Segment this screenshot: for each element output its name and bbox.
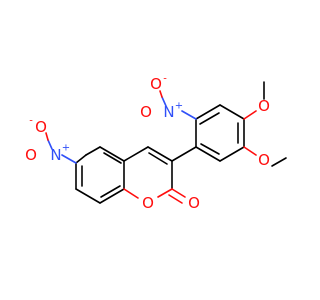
atom-o-minus: O: [150, 75, 162, 93]
atom-carbonyl-o: O: [188, 194, 200, 212]
bond-n: [61, 154, 77, 164]
bond-n: [181, 110, 197, 120]
bond-methyl: [271, 157, 287, 167]
bond: [219, 146, 245, 162]
bond-inner: [103, 152, 122, 164]
atom-n: N: [163, 103, 174, 121]
bond-carbonyl: [168, 194, 183, 204]
bond: [75, 154, 87, 164]
atom-labels: O - N + O O - N + O O O O O: [25, 74, 270, 213]
bond: [195, 104, 221, 120]
phenyl-ring: [171, 104, 245, 162]
pyranone-ring: [123, 146, 186, 204]
methoxy-groups: [243, 81, 287, 167]
bond-inner: [200, 143, 220, 155]
bond: [123, 146, 149, 162]
charge-plus: +: [62, 143, 70, 154]
nitro-left: [45, 132, 77, 164]
bond-o: [123, 188, 139, 199]
benzo-ring: [75, 146, 125, 204]
molecule-canvas: O - N + O O - N + O O O O O: [25, 74, 287, 213]
bond-no: [45, 132, 49, 141]
charge-minus: -: [29, 116, 33, 127]
bond-no: [159, 90, 163, 98]
bond-inner: [199, 112, 220, 125]
bond-inner: [100, 185, 121, 198]
bond-no: [47, 139, 53, 150]
bond-inner: [148, 152, 168, 165]
bond-o: [243, 110, 257, 120]
bond: [85, 146, 101, 156]
bond: [219, 104, 245, 120]
bond-o: [243, 146, 257, 156]
charge-plus: +: [175, 101, 183, 112]
atom-o: O: [25, 146, 37, 164]
bond: [195, 146, 221, 162]
bond-no: [161, 96, 167, 107]
molecule-structure: O - N + O O - N + O O O O O: [25, 74, 287, 213]
bond: [99, 188, 125, 204]
atom-methoxy-o: O: [258, 151, 270, 169]
atom-o-minus: O: [35, 118, 47, 136]
bond: [75, 188, 101, 204]
bond-carbonyl: [171, 188, 186, 198]
bond: [171, 146, 197, 162]
bond: [99, 146, 125, 162]
atom-n: N: [50, 146, 61, 164]
charge-minus: -: [163, 74, 167, 85]
atom-ring-o: O: [142, 194, 154, 212]
bond-o: [157, 188, 173, 198]
atom-o: O: [140, 103, 152, 121]
bond: [147, 146, 173, 162]
nitro-top: [159, 90, 197, 120]
atom-methoxy-o: O: [258, 97, 270, 115]
